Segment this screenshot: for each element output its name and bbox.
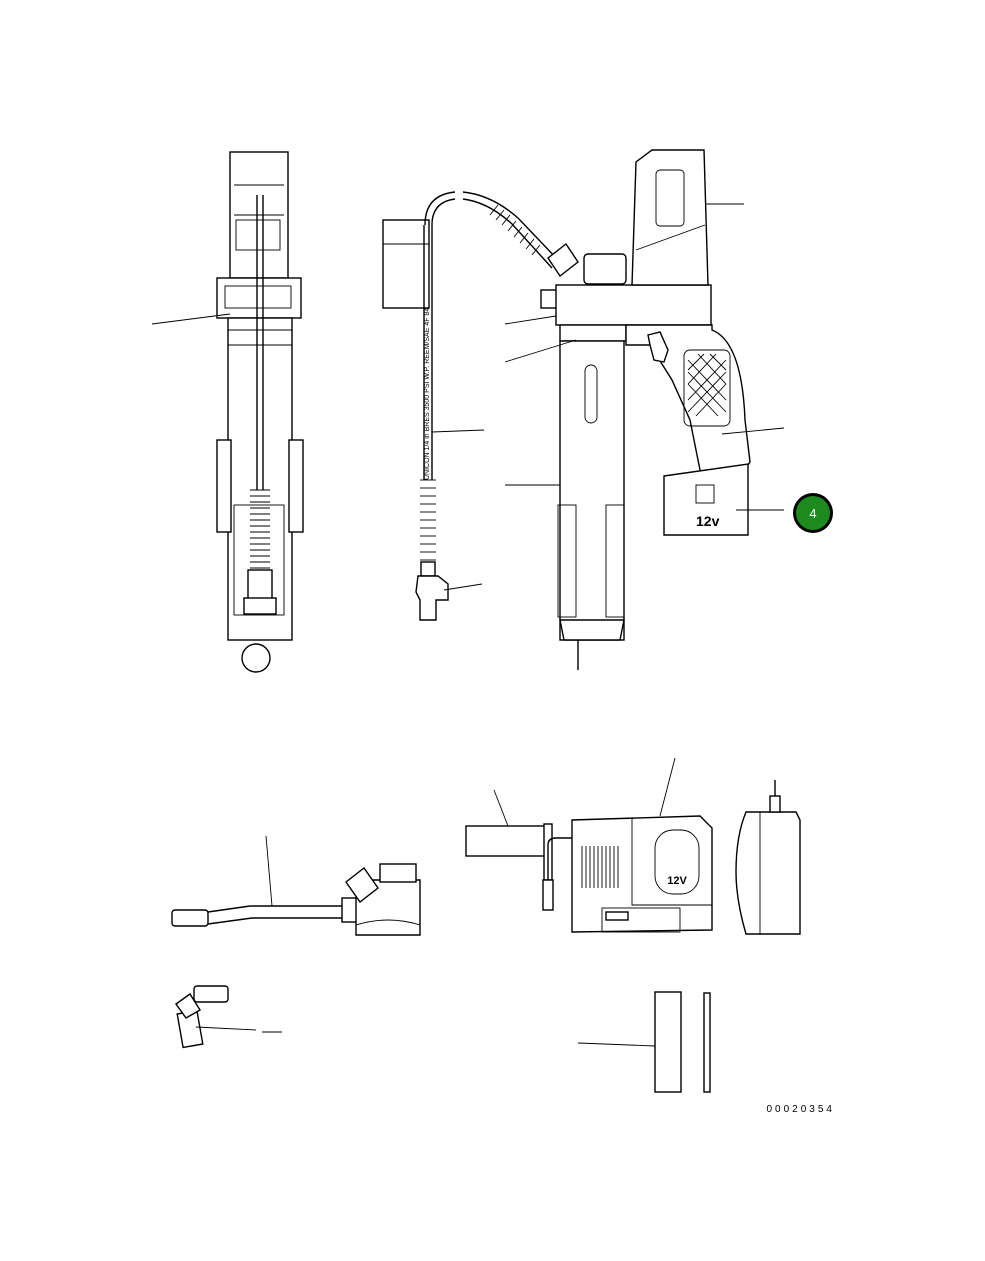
grease-gun-front-view (151, 151, 304, 673)
hose-print: UNICON 1/4 in BRES 3500 PSI W.P. REEM/SA… (424, 308, 431, 480)
charger-detail: 12V (465, 757, 713, 933)
coupler-detail (175, 985, 282, 1049)
drawing-number: 00020354 (767, 1104, 836, 1115)
grease-gun-side-view: UNICON 1/4 in BRES 3500 PSI W.P. REEM/SA… (382, 149, 785, 670)
charger-side-view (735, 780, 801, 935)
grip-knurl (687, 353, 727, 417)
callout-4-label: 4 (809, 506, 816, 521)
battery-label: 12v (696, 513, 720, 529)
callout-4[interactable]: 4 (793, 493, 833, 533)
hose-assembly-detail (171, 835, 421, 936)
flat-part-detail (577, 991, 711, 1093)
charger-label: 12V (667, 875, 687, 887)
